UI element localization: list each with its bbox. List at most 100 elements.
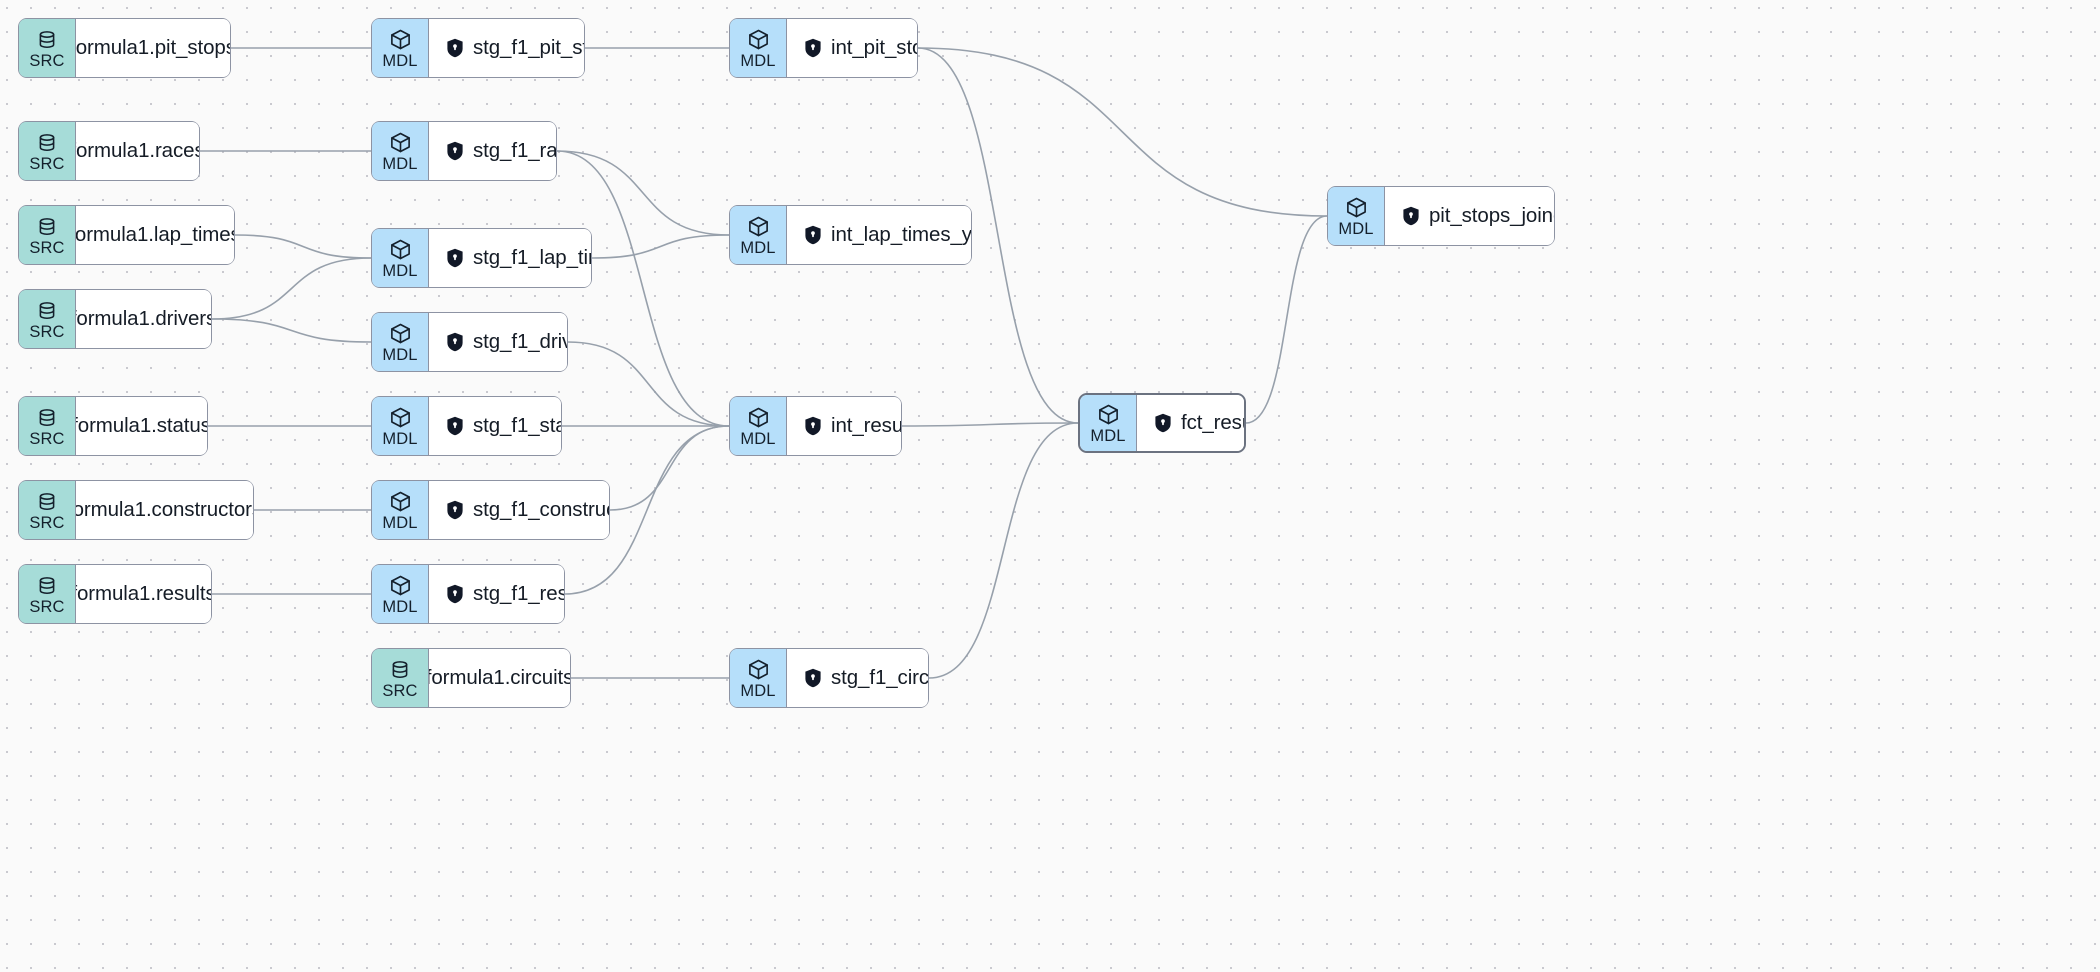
node-label: pit_stops_joined xyxy=(1429,204,1554,227)
edge-stg_races-to-int_results xyxy=(556,150,730,427)
database-icon xyxy=(36,216,58,238)
node-body: formula1.results xyxy=(76,565,211,623)
src-badge: SRC xyxy=(19,565,76,623)
node-body: stg_f1_races xyxy=(429,122,556,180)
graph-node-int_results[interactable]: MDL int_results xyxy=(729,396,902,456)
node-body: pit_stops_joined xyxy=(1385,187,1554,245)
badge-label: MDL xyxy=(382,514,418,533)
node-body: stg_f1_circuits xyxy=(787,649,928,707)
node-body: int_results xyxy=(787,397,901,455)
node-label: stg_f1_circuits xyxy=(831,666,928,689)
shield-lock-icon xyxy=(1154,413,1172,433)
cube-icon xyxy=(747,28,770,51)
mdl-badge: MDL xyxy=(372,313,429,371)
graph-node-src_circuits[interactable]: SRC formula1.circuits xyxy=(371,648,571,708)
cube-icon xyxy=(1097,403,1120,426)
cube-icon xyxy=(389,131,412,154)
node-label: int_pit_stops xyxy=(831,36,917,59)
mdl-badge: MDL xyxy=(730,649,787,707)
mdl-badge: MDL xyxy=(372,229,429,287)
graph-node-src_pit_stops[interactable]: SRC formula1.pit_stops xyxy=(18,18,231,78)
edge-stg_lap_times-to-int_lap_times_years xyxy=(591,234,730,259)
node-body: stg_f1_pit_stops xyxy=(429,19,584,77)
node-label: fct_results xyxy=(1181,411,1244,434)
node-body: stg_f1_lap_times xyxy=(429,229,591,287)
graph-node-fct_results[interactable]: MDL fct_results xyxy=(1078,393,1246,453)
node-label: formula1.results xyxy=(76,582,211,605)
mdl-badge: MDL xyxy=(730,397,787,455)
cube-icon xyxy=(389,322,412,345)
database-icon xyxy=(389,659,411,681)
database-icon xyxy=(36,491,58,513)
shield-lock-icon xyxy=(805,225,821,245)
shield-lock-icon xyxy=(804,225,822,245)
node-body: stg_f1_constructors xyxy=(429,481,609,539)
node-body: stg_f1_status xyxy=(429,397,561,455)
mdl-badge: MDL xyxy=(1080,395,1137,451)
edge-stg_circuits-to-fct_results xyxy=(928,422,1079,679)
graph-node-src_lap_times[interactable]: SRC formula1.lap_times xyxy=(18,205,235,265)
badge-label: SRC xyxy=(29,597,65,616)
graph-node-stg_circuits[interactable]: MDL stg_f1_circuits xyxy=(729,648,929,708)
mdl-badge: MDL xyxy=(372,122,429,180)
database-icon xyxy=(36,29,58,51)
shield-lock-icon xyxy=(805,38,821,58)
edge-int_pit_stops-to-pit_stops_joined xyxy=(917,47,1328,217)
node-body: formula1.constructors xyxy=(76,481,253,539)
node-label: stg_f1_constructors xyxy=(473,498,609,521)
shield-lock-icon xyxy=(447,38,463,58)
edge-stg_races-to-int_lap_times_years xyxy=(556,150,730,236)
database-icon xyxy=(36,132,58,154)
node-label: formula1.races xyxy=(76,139,199,162)
node-label: formula1.drivers xyxy=(76,307,211,330)
badge-label: MDL xyxy=(382,346,418,365)
badge-label: MDL xyxy=(740,430,776,449)
shield-lock-icon xyxy=(447,141,463,161)
src-badge: SRC xyxy=(19,206,76,264)
graph-node-src_results[interactable]: SRC formula1.results xyxy=(18,564,212,624)
shield-lock-icon xyxy=(446,141,464,161)
node-body: formula1.circuits xyxy=(429,649,570,707)
badge-label: SRC xyxy=(382,681,418,700)
node-label: formula1.circuits xyxy=(429,666,570,689)
edge-src_drivers-to-stg_lap_times xyxy=(211,257,372,320)
shield-lock-icon xyxy=(804,668,822,688)
badge-label: MDL xyxy=(740,239,776,258)
shield-lock-icon xyxy=(804,38,822,58)
shield-lock-icon xyxy=(804,416,822,436)
shield-lock-icon xyxy=(1155,413,1171,433)
badge-label: MDL xyxy=(740,682,776,701)
shield-lock-icon xyxy=(446,248,464,268)
graph-node-stg_constructors[interactable]: MDL stg_f1_constructors xyxy=(371,480,610,540)
node-label: formula1.lap_times xyxy=(76,223,234,246)
node-body: formula1.status xyxy=(76,397,207,455)
database-icon xyxy=(36,407,58,429)
cube-icon xyxy=(747,406,770,429)
shield-lock-icon xyxy=(1402,206,1420,226)
node-body: formula1.races xyxy=(76,122,199,180)
badge-label: SRC xyxy=(29,51,65,70)
node-label: formula1.pit_stops xyxy=(76,36,230,59)
src-badge: SRC xyxy=(19,397,76,455)
node-body: formula1.lap_times xyxy=(76,206,234,264)
mdl-badge: MDL xyxy=(730,206,787,264)
badge-label: SRC xyxy=(29,238,65,257)
src-badge: SRC xyxy=(19,481,76,539)
edge-src_drivers-to-stg_drivers xyxy=(211,318,372,343)
cube-icon xyxy=(389,406,412,429)
